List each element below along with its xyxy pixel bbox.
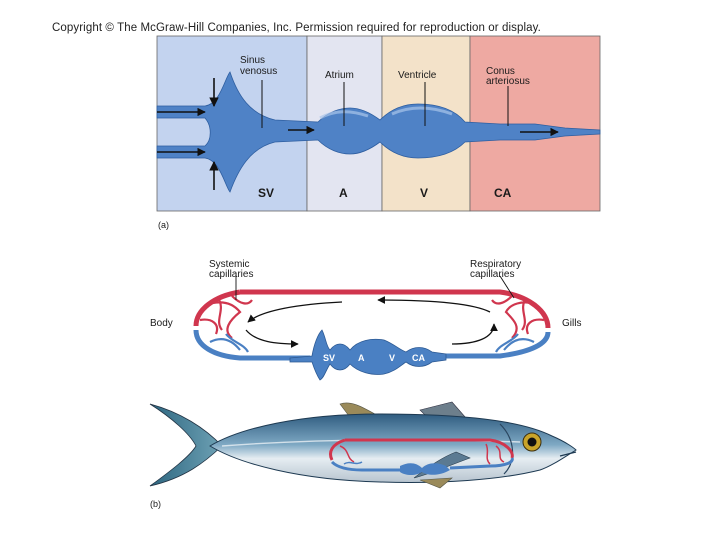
panel-b-tag: (b) (150, 499, 161, 509)
label-sinus-venosus-1: Sinus (240, 55, 265, 66)
fish-anal-fin (420, 478, 452, 488)
circuit-label-ca: CA (412, 353, 425, 363)
region-label-v: V (420, 186, 428, 200)
label-gills: Gills (562, 318, 581, 329)
systemic-capillary-network (200, 296, 252, 352)
region-label-sv: SV (258, 186, 274, 200)
circulation-arrow (248, 302, 342, 322)
panel-a: Sinus venosus Atrium Ventricle Conus art… (157, 36, 600, 230)
tuna-illustration (150, 402, 576, 488)
circuit-label-v: V (389, 353, 395, 363)
circulation-arrow (452, 324, 494, 344)
circuit-label-sv: SV (323, 353, 335, 363)
label-body: Body (150, 318, 173, 329)
fish-pupil (528, 438, 537, 447)
label-sinus-venosus-2: venosus (240, 66, 277, 77)
oxygenated-vessel (240, 292, 548, 328)
region-label-ca: CA (494, 186, 512, 200)
circuit-label-a: A (358, 353, 365, 363)
label-systemic-2: capillaries (209, 269, 253, 280)
region-label-a: A (339, 186, 348, 200)
circulation-arrow (246, 330, 298, 344)
panel-a-tag: (a) (158, 220, 169, 230)
circulation-arrow (378, 300, 490, 312)
label-atrium: Atrium (325, 70, 354, 81)
label-respiratory-2: capillaries (470, 269, 514, 280)
panel-b-circuit: SV A V CA Systemic capillaries Respirato… (150, 259, 581, 380)
label-conus-2: arteriosus (486, 76, 530, 87)
fish-body (210, 414, 576, 483)
label-ventricle: Ventricle (398, 70, 437, 81)
